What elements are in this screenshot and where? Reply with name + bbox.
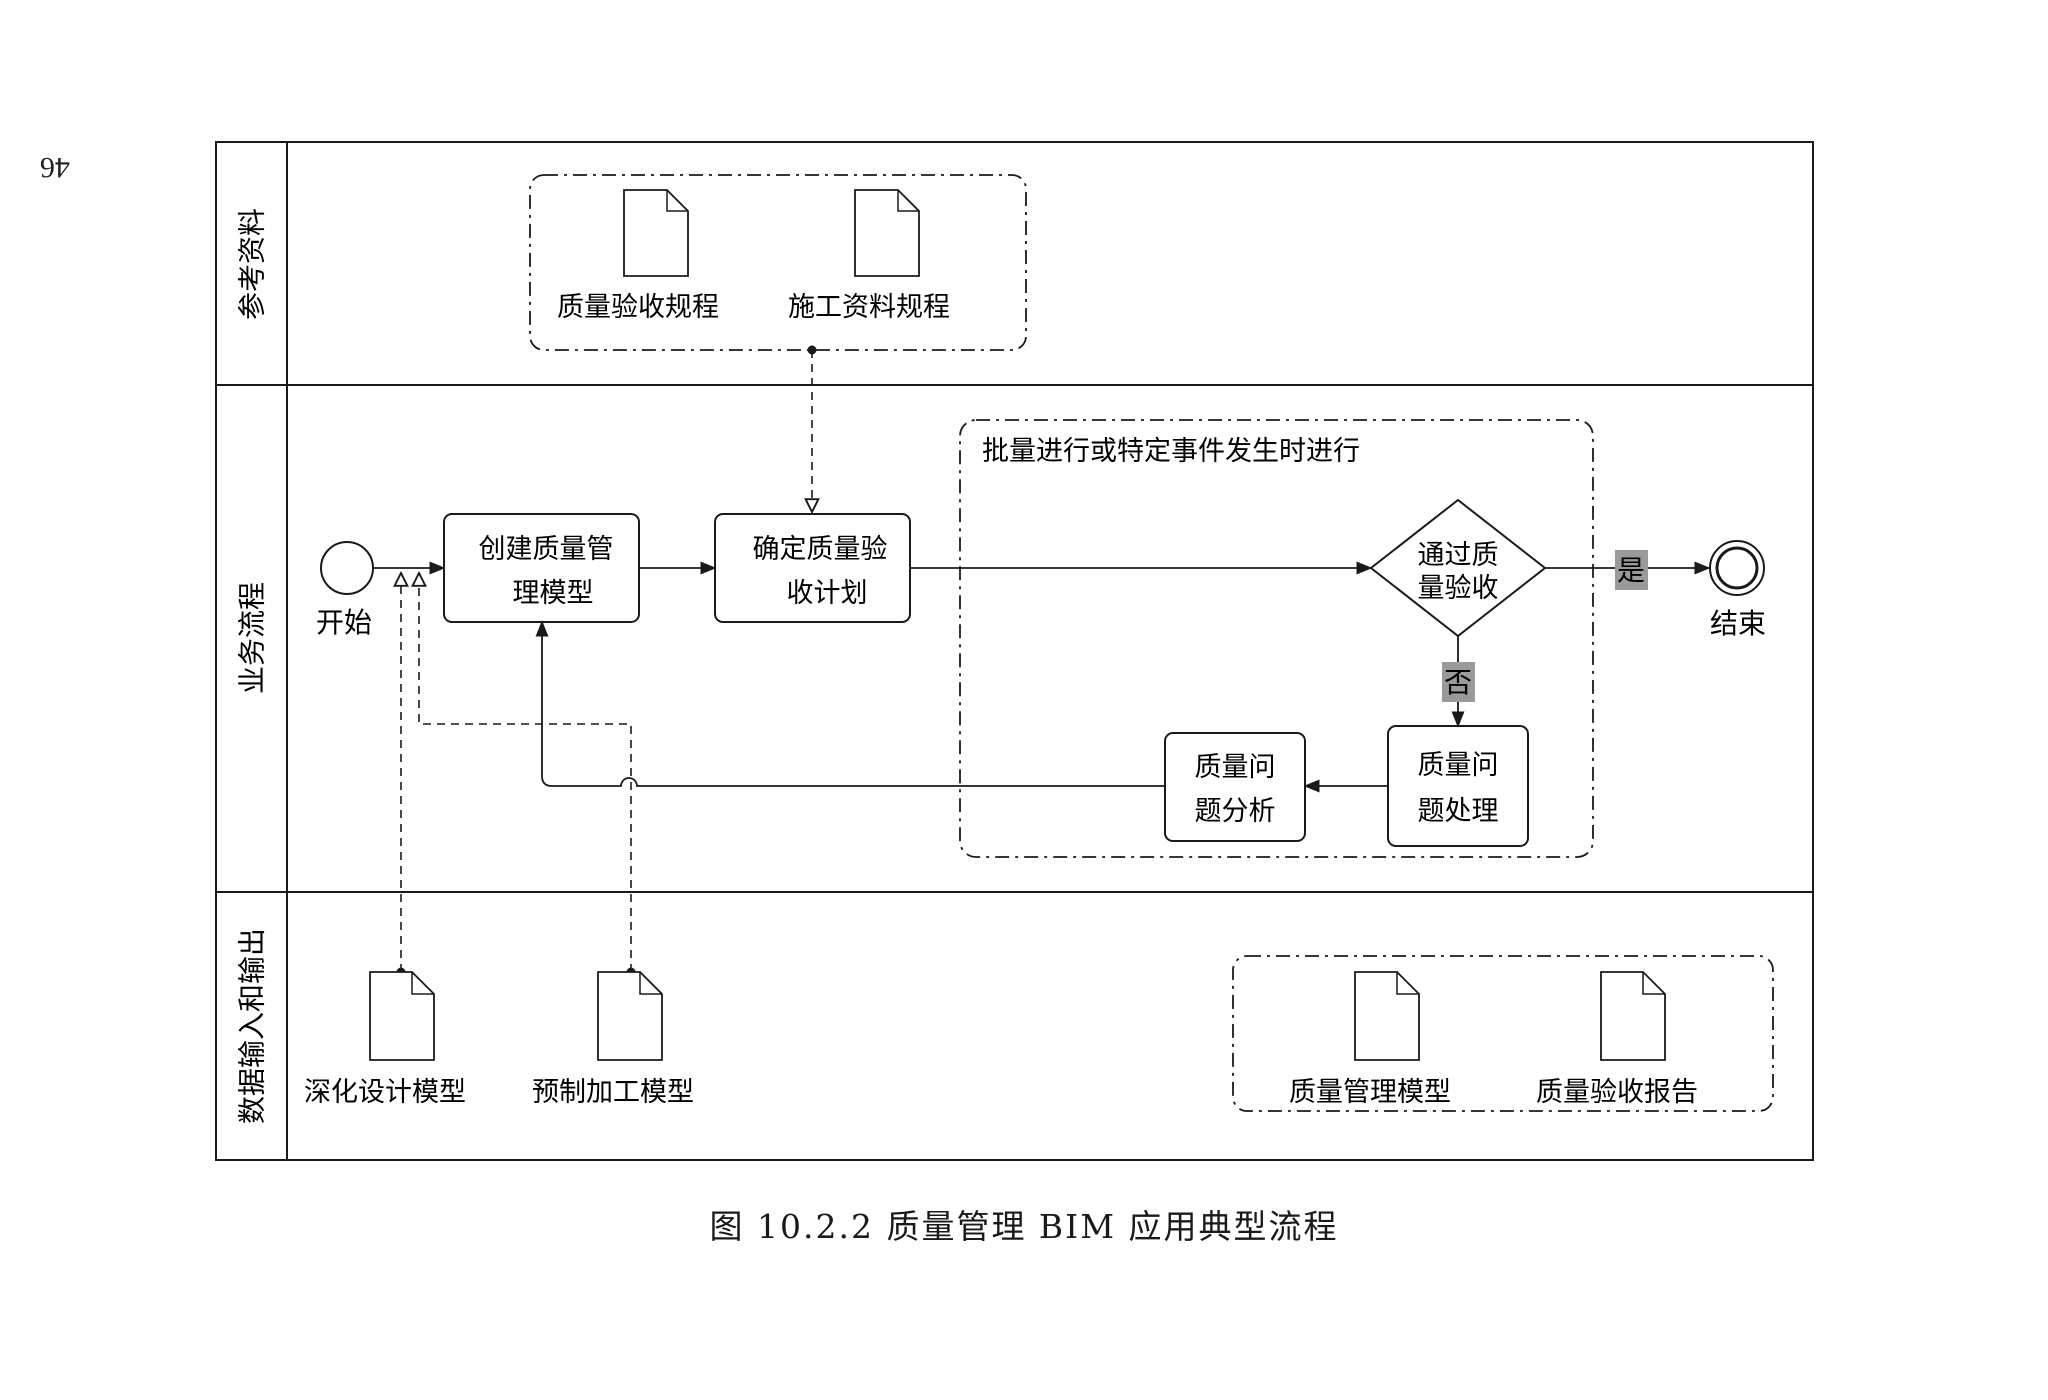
output-group-box <box>1232 955 1774 1112</box>
start-event <box>320 541 374 595</box>
reference-doc-2: 施工资料规程 <box>788 189 950 323</box>
yes-label-bg <box>1615 550 1648 590</box>
document-icon <box>1354 971 1420 1061</box>
no-label-bg <box>1442 662 1475 702</box>
svg-text:量验收: 量验收 <box>1418 573 1499 604</box>
input-doc-1: 深化设计模型 <box>304 971 466 1108</box>
svg-text:确定质量验: 确定质量验 <box>753 534 888 565</box>
document-icon <box>597 971 663 1061</box>
svg-text:理模型: 理模型 <box>513 578 594 609</box>
input-association-2 <box>419 573 631 972</box>
reference-doc-label: 质量验收规程 <box>557 292 719 323</box>
output-doc-1: 质量管理模型 <box>1289 971 1451 1108</box>
reference-doc-1: 质量验收规程 <box>557 189 719 323</box>
input-doc-2: 预制加工模型 <box>532 971 694 1108</box>
lane-label-data-io: 数据输入和输出 <box>236 928 269 1124</box>
svg-text:题分析: 题分析 <box>1195 796 1276 827</box>
output-doc-label: 质量管理模型 <box>1289 1077 1451 1108</box>
batch-group-label: 批量进行或特定事件发生时进行 <box>982 436 1360 467</box>
output-doc-label: 质量验收报告 <box>1536 1077 1698 1108</box>
outer-frame <box>215 141 1814 1161</box>
svg-text:创建质量管: 创建质量管 <box>479 534 614 565</box>
lane-label-reference: 参考资料 <box>236 208 269 320</box>
yes-label: 是 <box>1617 554 1645 587</box>
start-label: 开始 <box>316 606 372 639</box>
no-label: 否 <box>1444 666 1472 699</box>
document-icon <box>369 971 435 1061</box>
svg-text:收计划: 收计划 <box>787 578 868 609</box>
document-icon <box>623 189 689 277</box>
input-doc-label: 深化设计模型 <box>304 1077 466 1108</box>
reference-doc-label: 施工资料规程 <box>788 292 950 323</box>
figure-caption: 图 10.2.2 质量管理 BIM 应用典型流程 <box>709 1207 1339 1246</box>
task-handle-issue <box>1387 725 1529 847</box>
end-label: 结束 <box>1710 607 1766 640</box>
document-icon <box>854 189 920 277</box>
batch-group-box <box>959 419 1594 858</box>
lane-label-process: 业务流程 <box>236 582 269 694</box>
svg-text:通过质: 通过质 <box>1418 540 1499 571</box>
reference-group-box <box>529 174 1027 351</box>
output-doc-2: 质量验收报告 <box>1536 971 1698 1108</box>
flow-analyze-to-create <box>535 620 1165 787</box>
svg-text:质量问: 质量问 <box>1195 752 1276 783</box>
document-icon <box>1600 971 1666 1061</box>
input-doc-label: 预制加工模型 <box>532 1077 694 1108</box>
svg-text:质量问: 质量问 <box>1418 750 1499 781</box>
svg-text:题处理: 题处理 <box>1418 796 1499 827</box>
